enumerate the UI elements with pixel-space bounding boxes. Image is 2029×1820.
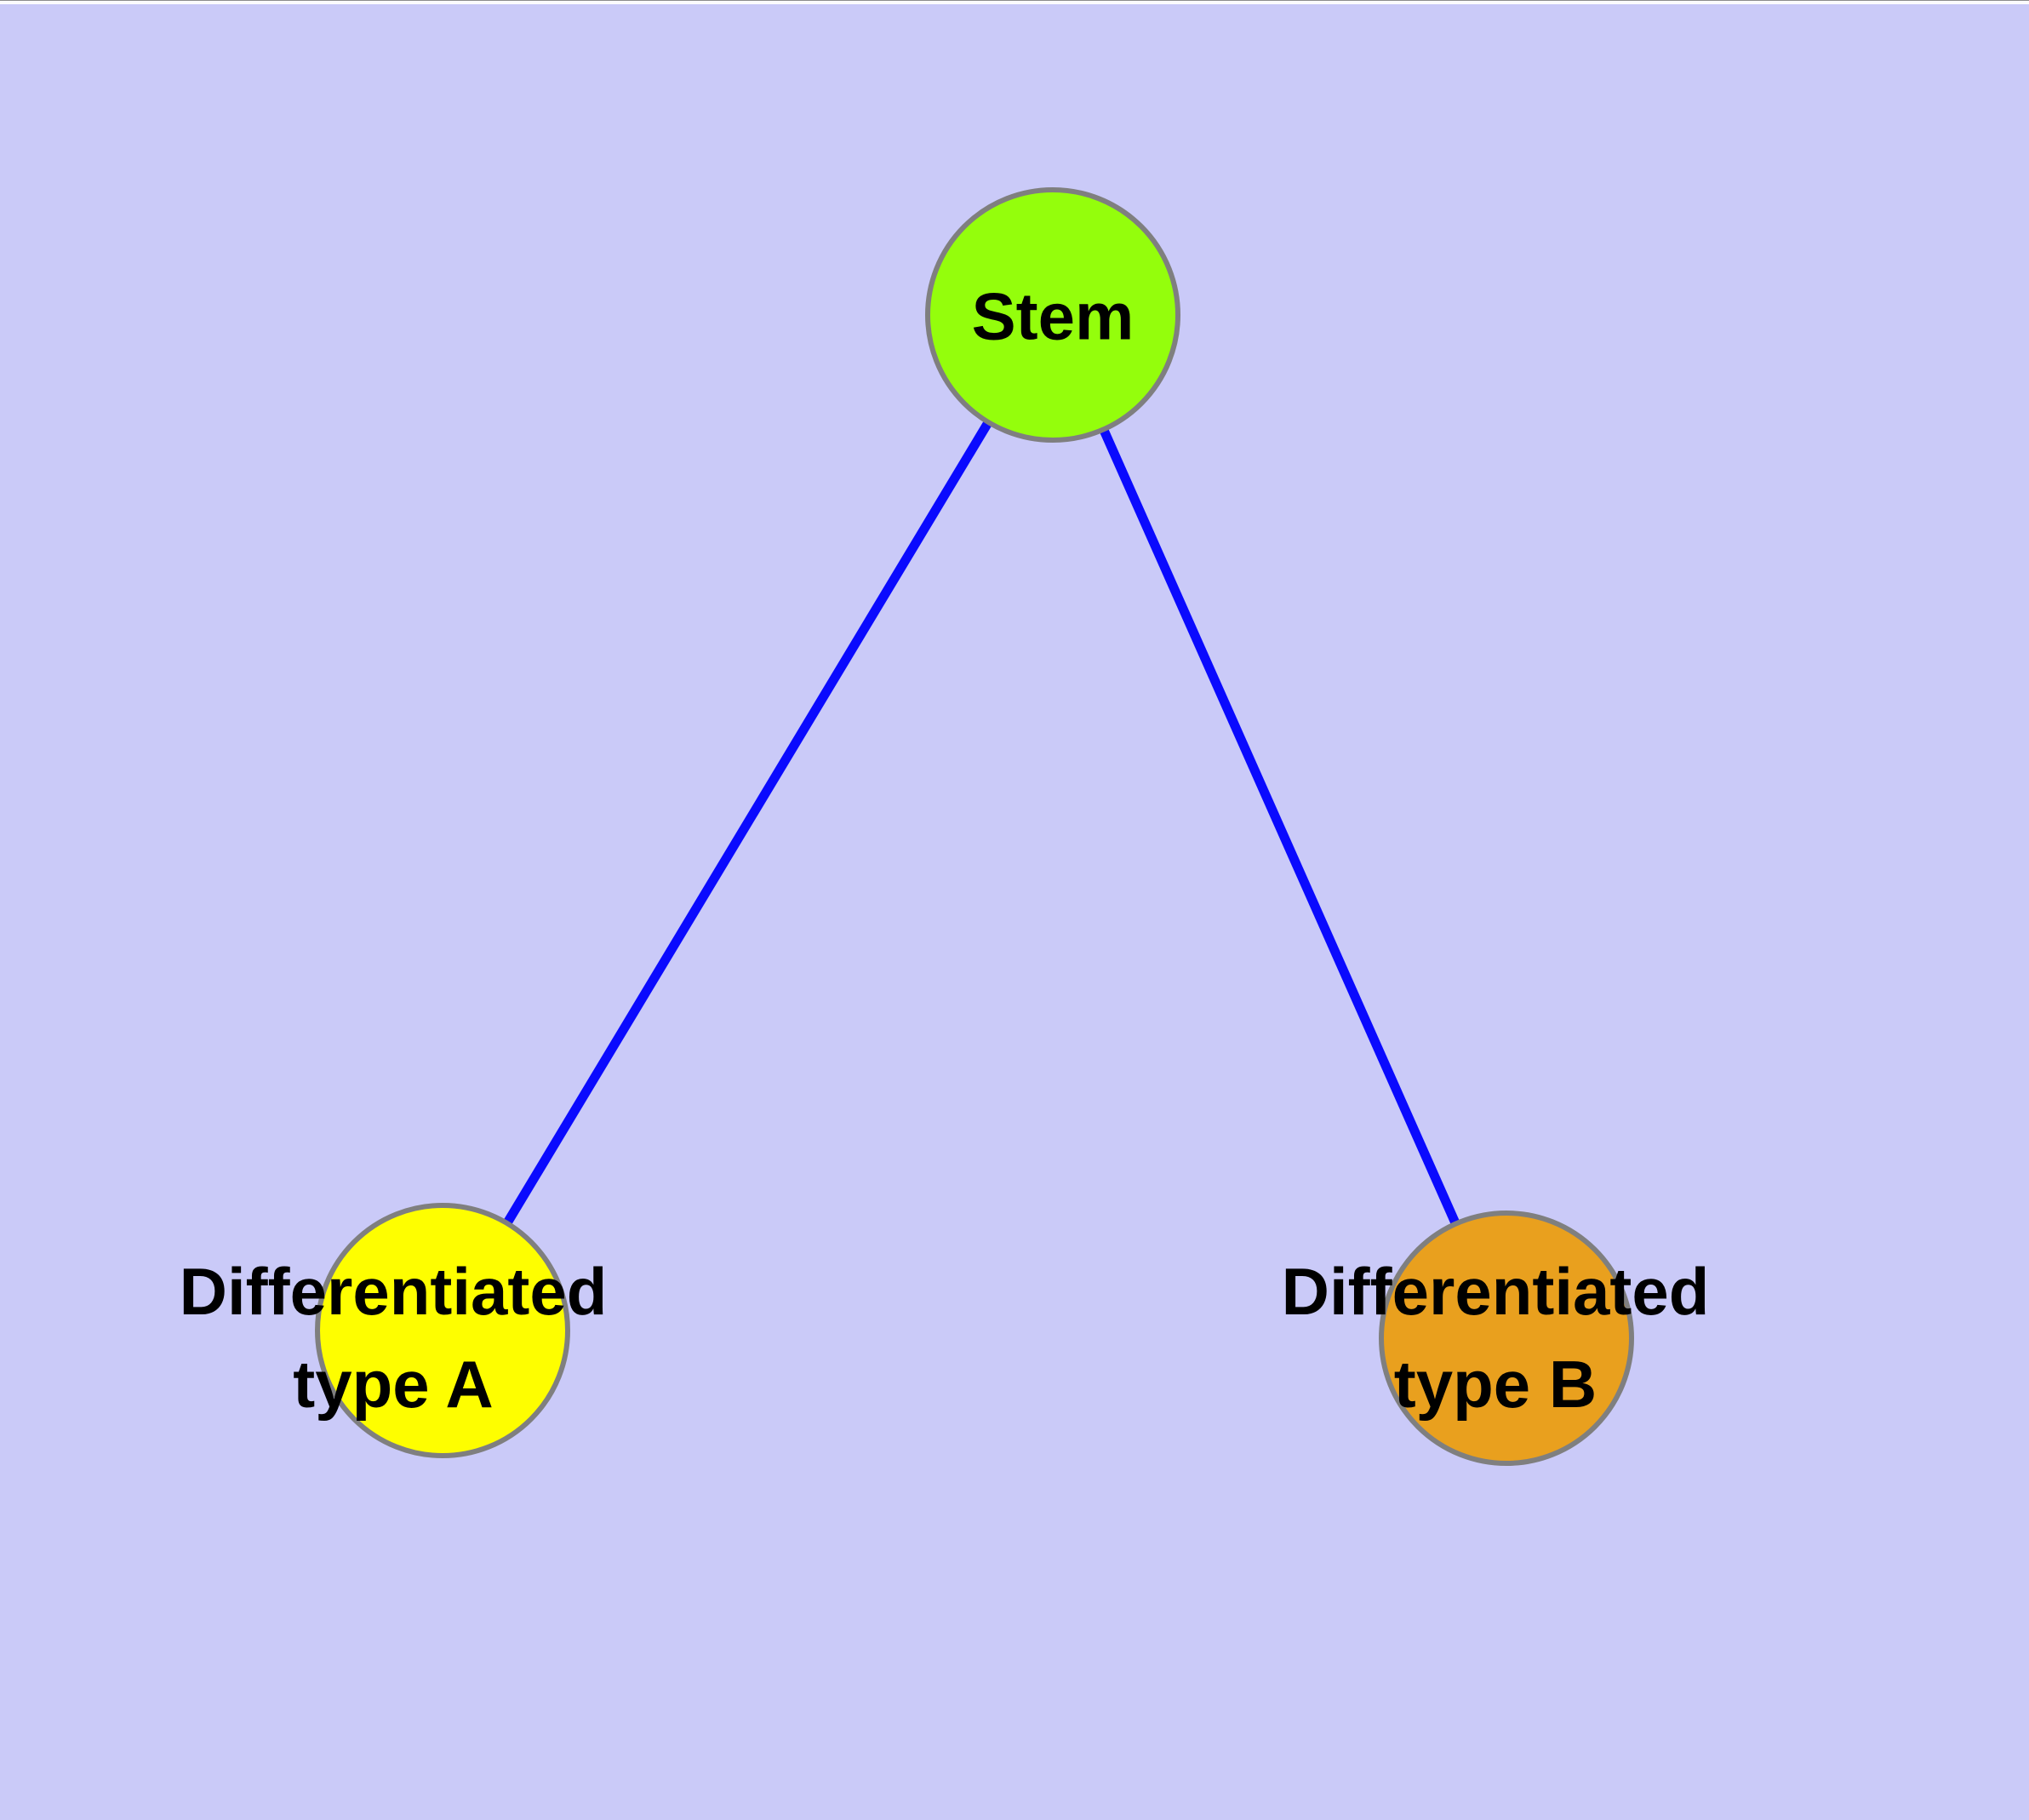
label-line: Stem	[971, 278, 1135, 354]
node-differentiated-type-a-label: Differentiated type A	[180, 1245, 608, 1431]
edge-stem-to-type-b	[1048, 312, 1512, 1341]
window-top-strip	[0, 0, 2029, 4]
label-line: Differentiated	[1281, 1253, 1710, 1329]
label-line: type A	[293, 1347, 494, 1422]
node-differentiated-type-b-circle	[1379, 1210, 1634, 1466]
edge-stem-to-type-a	[438, 312, 1057, 1333]
label-line: type B	[1393, 1347, 1597, 1422]
label-line: Differentiated	[179, 1253, 608, 1329]
node-stem-label: Stem	[972, 270, 1135, 363]
node-differentiated-type-a-circle	[315, 1203, 570, 1458]
node-differentiated-type-b-label: Differentiated type B	[1282, 1245, 1710, 1431]
node-stem-circle	[925, 187, 1180, 443]
